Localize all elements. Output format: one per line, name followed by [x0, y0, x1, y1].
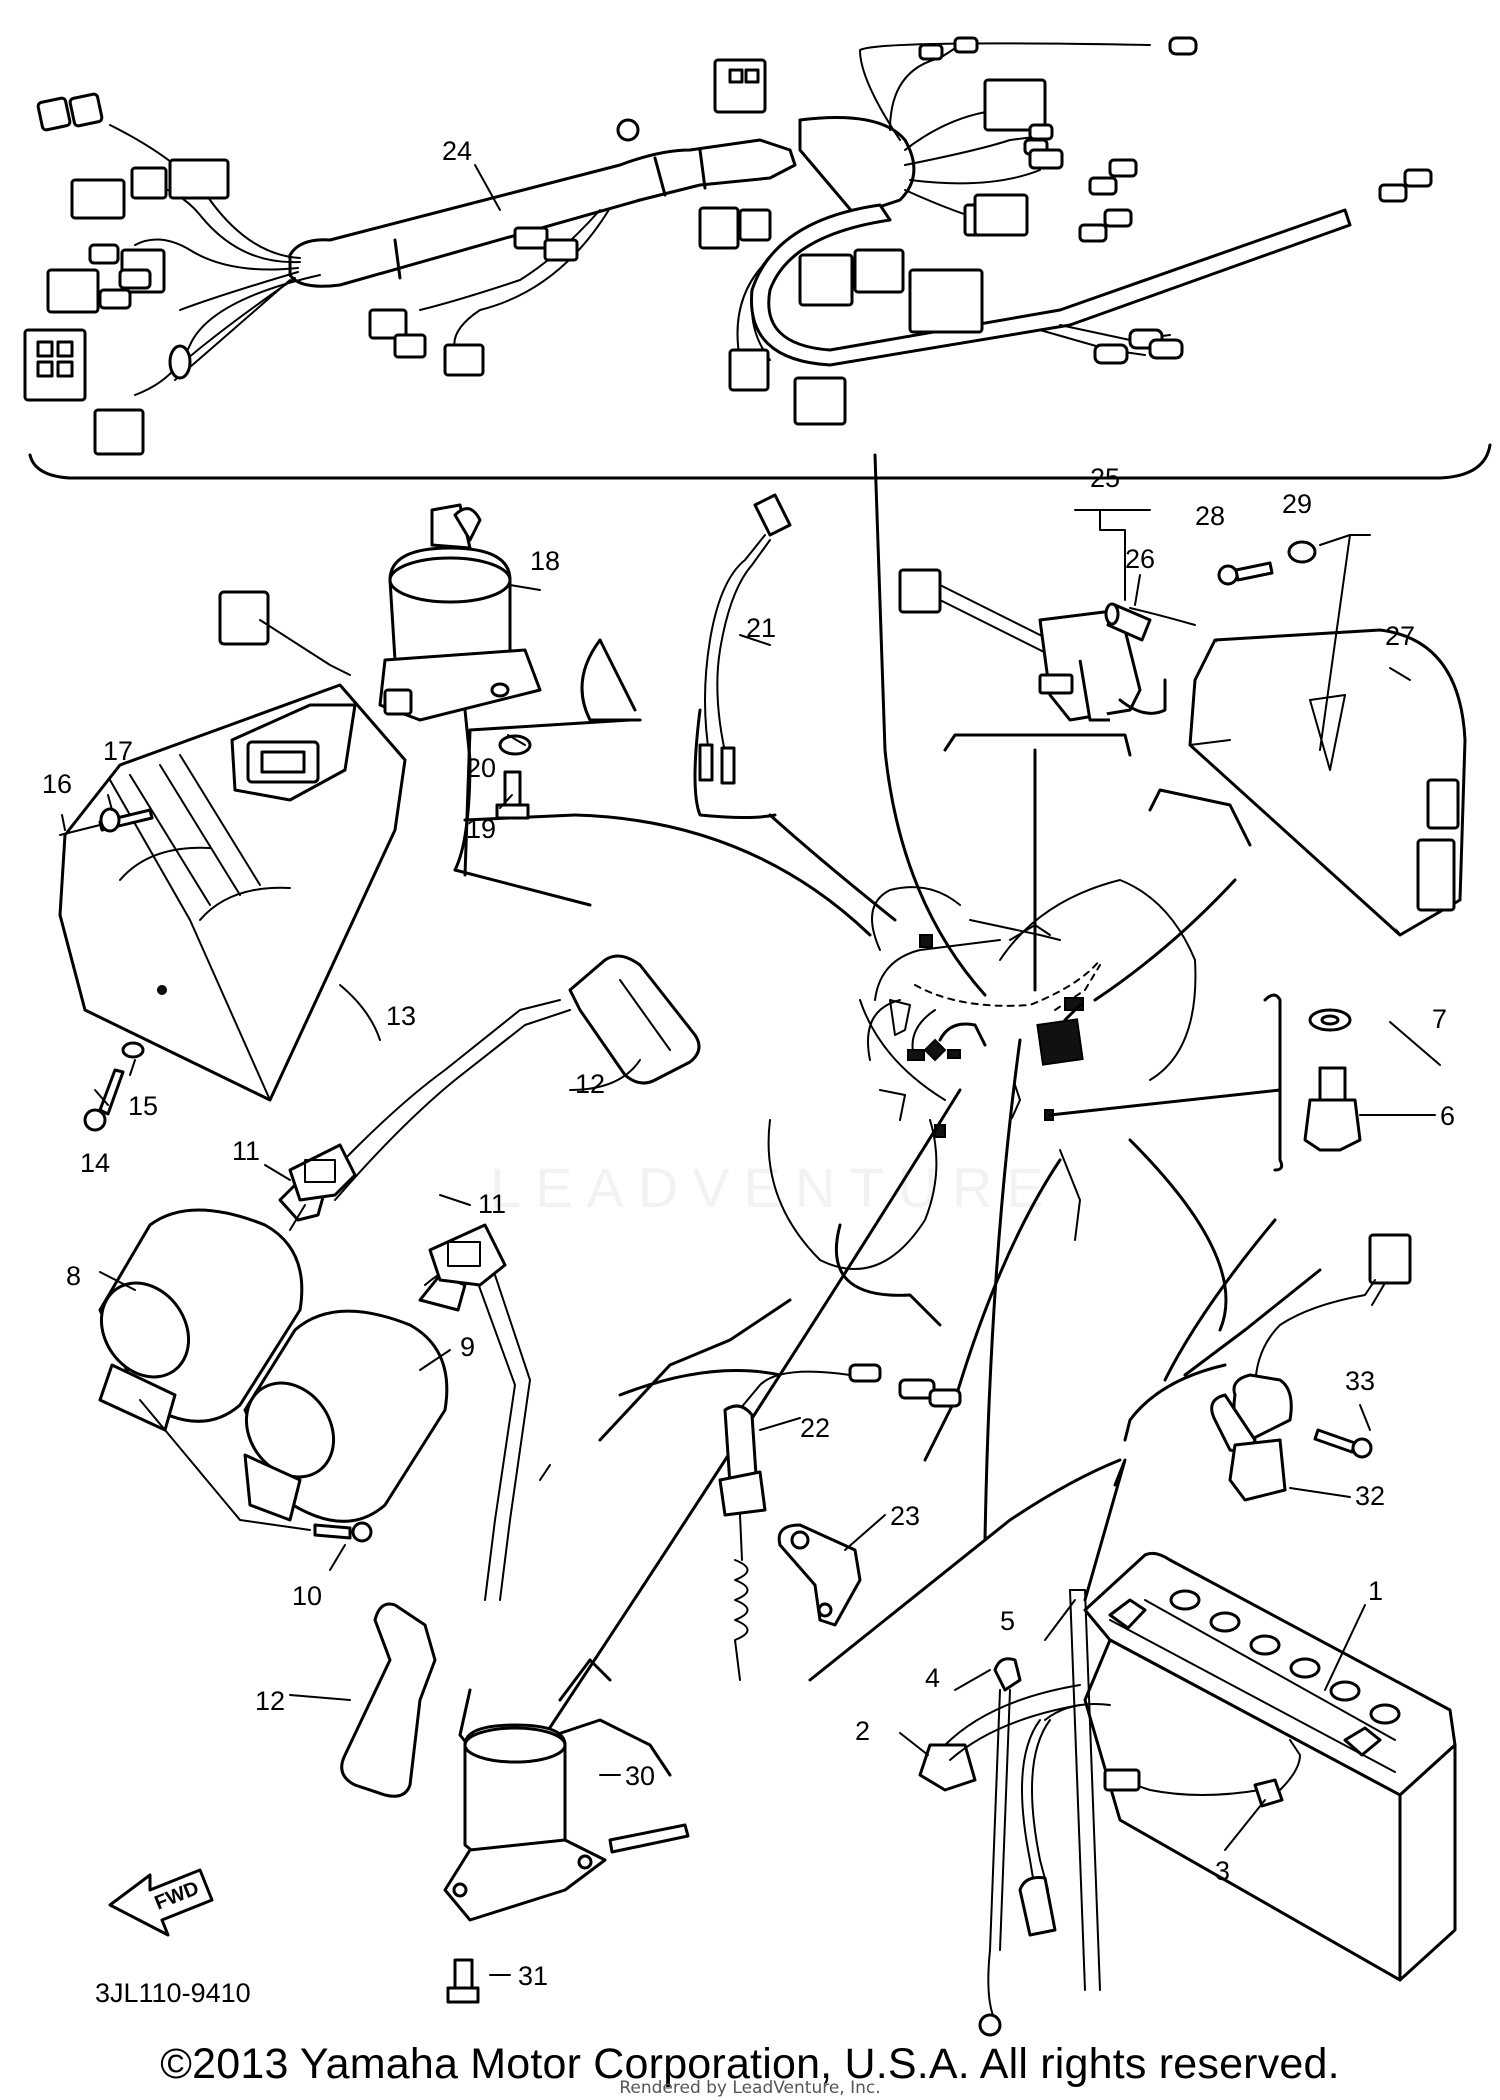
screw-10[interactable]	[139, 1399, 373, 1543]
callout-3: 3	[1215, 1856, 1230, 1886]
cdi-unit-27[interactable]	[1188, 628, 1467, 937]
breather-hose-5[interactable]	[1069, 1589, 1101, 1991]
section-leaders	[458, 453, 1322, 1777]
washer-20[interactable]	[498, 734, 532, 756]
callout-16: 16	[42, 769, 72, 799]
switch-32[interactable]	[1210, 1233, 1412, 1502]
battery-lead-3[interactable]	[1103, 1739, 1301, 1808]
callout-32: 32	[1355, 1481, 1385, 1511]
sensor-21[interactable]	[698, 493, 792, 785]
motorcycle-frame-outline	[767, 879, 1197, 1270]
callout-23: 23	[890, 1501, 920, 1531]
callout-11-lower: 11	[478, 1189, 506, 1219]
callout-19: 19	[466, 814, 496, 844]
ignition-coil-8[interactable]	[84, 1178, 327, 1432]
callout-5: 5	[1000, 1606, 1015, 1636]
callout-numbers: 24 25 26 27 28 29 18 20 19 21 16 17 13 1…	[42, 136, 1455, 1991]
copyright-notice: ©2013 Yamaha Motor Corporation, U.S.A. A…	[160, 2040, 1340, 2088]
nut-29[interactable]	[1287, 534, 1371, 751]
callout-20: 20	[466, 753, 496, 783]
washer-7[interactable]	[1308, 1008, 1352, 1032]
callout-11-upper: 11	[232, 1136, 260, 1166]
callout-leaders	[61, 164, 1441, 1976]
callout-8: 8	[66, 1261, 81, 1291]
callout-9: 9	[460, 1332, 475, 1362]
callout-1: 1	[1368, 1576, 1383, 1606]
callout-21: 21	[746, 613, 776, 643]
callout-2: 2	[855, 1716, 870, 1746]
relay-30[interactable]	[443, 1723, 690, 1922]
screw-33[interactable]	[1313, 1428, 1373, 1459]
washer-15[interactable]	[121, 1041, 145, 1059]
screw-28[interactable]	[1217, 561, 1274, 586]
battery-1[interactable]	[1083, 1551, 1457, 1982]
callout-12-lower: 12	[255, 1686, 285, 1716]
callout-18: 18	[530, 546, 560, 576]
callout-26: 26	[1125, 544, 1155, 574]
leadventure-watermark: LEADVENTURE	[490, 1156, 1058, 1219]
rendered-by-notice: Rendered by LeadVenture, Inc.	[619, 2078, 881, 2098]
rubber-11-upper[interactable]	[288, 1143, 357, 1202]
callout-24: 24	[442, 136, 472, 166]
plug-cap-12-upper[interactable]	[289, 954, 701, 1231]
main-switch-18[interactable]	[218, 503, 542, 722]
battery-lead-4[interactable]	[978, 1657, 1111, 2037]
callout-6: 6	[1440, 1101, 1455, 1131]
wire-harness-24[interactable]	[23, 36, 1492, 480]
callout-10: 10	[292, 1581, 322, 1611]
callout-31: 31	[518, 1961, 548, 1991]
callout-15: 15	[128, 1091, 158, 1121]
callout-13: 13	[386, 1001, 416, 1031]
fuse-26[interactable]	[1104, 602, 1152, 642]
callout-17: 17	[103, 736, 133, 766]
switch-22[interactable]	[718, 1363, 962, 1681]
callout-7: 7	[1432, 1004, 1447, 1034]
fwd-arrow-icon: FWD	[108, 1868, 214, 1937]
diagram-code: 3JL110-9410	[95, 1978, 251, 2008]
callout-28: 28	[1195, 501, 1225, 531]
bracket-23[interactable]	[777, 1523, 862, 1627]
callout-14: 14	[80, 1148, 110, 1178]
washer-17[interactable]	[99, 807, 121, 833]
screw-19[interactable]	[495, 770, 530, 820]
screw-31[interactable]	[446, 1958, 480, 2004]
callout-29: 29	[1282, 489, 1312, 519]
ignition-coil-9[interactable]	[229, 1273, 467, 1523]
callout-27: 27	[1385, 621, 1415, 651]
callout-30: 30	[625, 1761, 655, 1791]
rubber-11-lower[interactable]	[428, 1223, 507, 1287]
callout-4: 4	[925, 1663, 940, 1693]
callout-22: 22	[800, 1413, 830, 1443]
neutral-switch-6[interactable]	[1303, 1066, 1362, 1152]
callout-25: 25	[1090, 463, 1120, 493]
callout-33: 33	[1345, 1366, 1375, 1396]
callout-12-upper: 12	[575, 1069, 605, 1099]
battery-band-2[interactable]	[918, 1684, 1081, 1792]
igniter-unit-13[interactable]	[58, 683, 407, 1102]
